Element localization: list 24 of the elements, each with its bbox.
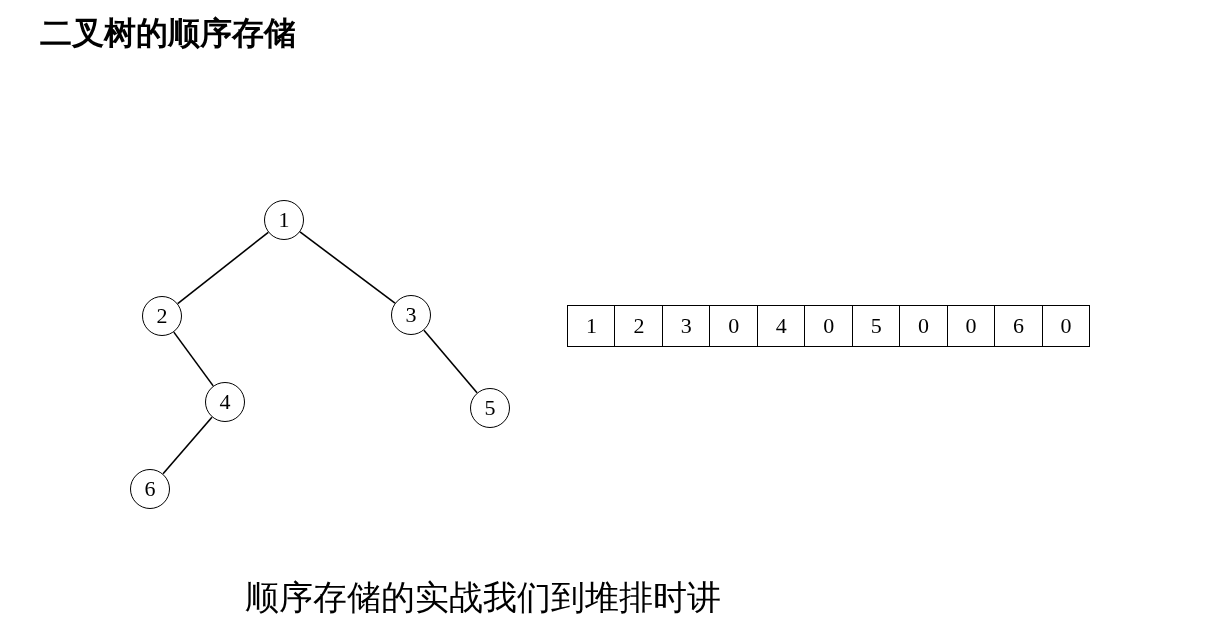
tree-node: 5 bbox=[470, 388, 510, 428]
tree-edge bbox=[423, 329, 478, 394]
array-cell: 2 bbox=[614, 305, 664, 347]
tree-node: 3 bbox=[391, 295, 431, 335]
array-cell: 4 bbox=[756, 305, 806, 347]
note: 顺序存储的实战我们到堆排时讲 bbox=[245, 576, 721, 619]
array-cell: 3 bbox=[661, 305, 711, 347]
tree-edge bbox=[299, 231, 396, 304]
tree-node: 4 bbox=[205, 382, 245, 422]
array-cell: 6 bbox=[994, 305, 1043, 347]
tree-node: 2 bbox=[142, 296, 182, 336]
array-cell: 0 bbox=[804, 305, 854, 347]
tree-edge bbox=[173, 331, 214, 387]
array-cell: 1 bbox=[567, 305, 616, 347]
tree-node: 6 bbox=[130, 469, 170, 509]
array-cell: 0 bbox=[1041, 305, 1091, 347]
array-cell: 0 bbox=[709, 305, 759, 347]
tree-edge bbox=[162, 416, 213, 475]
array-cell: 0 bbox=[899, 305, 949, 347]
array-cell: 5 bbox=[851, 305, 901, 347]
title: 二叉树的顺序存储 bbox=[40, 13, 296, 54]
tree-node: 1 bbox=[264, 200, 304, 240]
tree-edge bbox=[176, 231, 270, 305]
array-cell: 0 bbox=[946, 305, 996, 347]
